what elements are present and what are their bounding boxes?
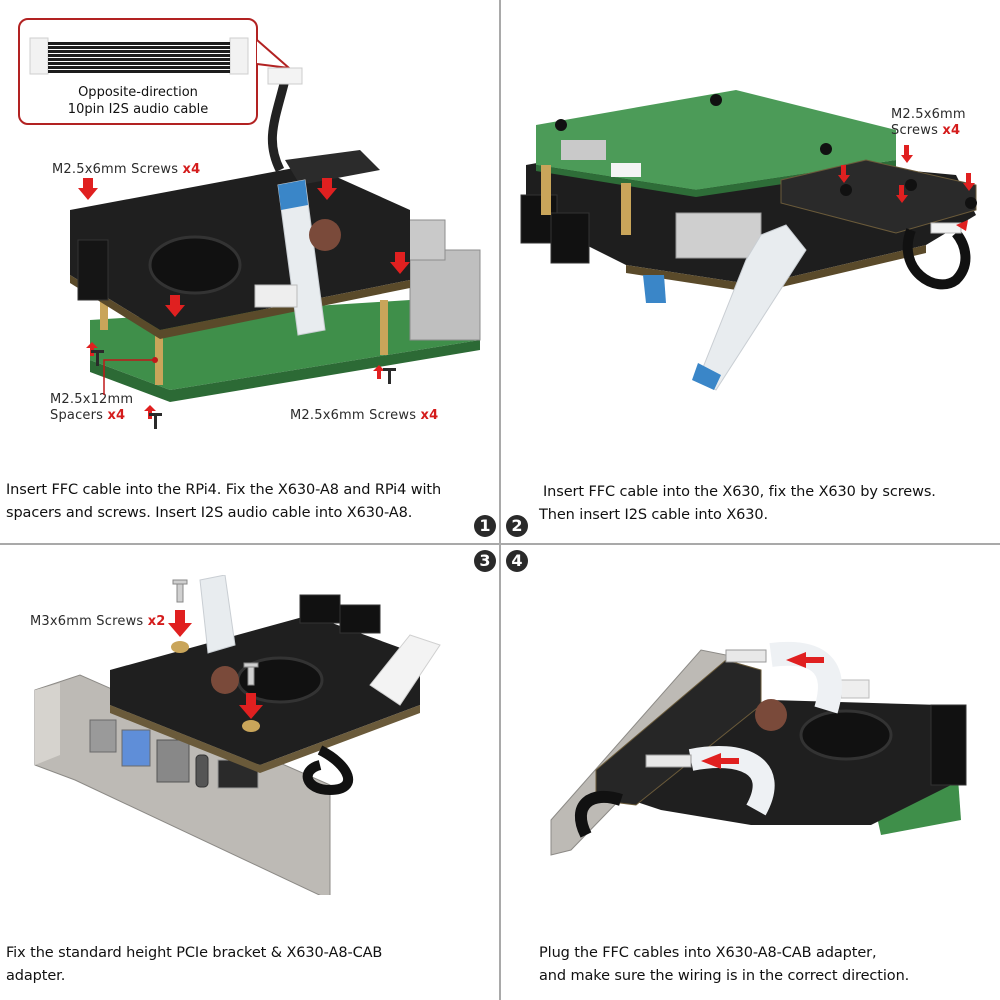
step-3-panel: 3 M3x6	[0, 545, 500, 1000]
step-2-panel: M2.5x6mm Screws x4 Insert FFC cable into…	[501, 0, 1000, 543]
audio-cable-callout: Opposite-direction 10pin I2S audio cable	[18, 18, 258, 125]
top-screws-qty: x4	[182, 162, 201, 177]
spacers-label: M2.5x12mm Spacers x4	[50, 392, 134, 423]
vertical-divider	[499, 0, 501, 1000]
spacers-qty: x4	[107, 408, 126, 423]
step-3-assembly-image	[34, 575, 441, 895]
callout-line-1: Opposite-direction	[78, 85, 198, 100]
horizontal-divider	[0, 543, 1000, 545]
step-1-caption: Insert FFC cable into the RPi4. Fix the …	[6, 482, 442, 521]
bottom-screws-label: M2.5x6mm Screws x4	[290, 408, 439, 423]
step-2-screws-label: M2.5x6mm Screws x4	[891, 107, 966, 138]
step-4-assembly-image	[550, 641, 967, 856]
step-2-screws-qty: x4	[942, 123, 961, 138]
step-4-caption: Plug the FFC cables into X630-A8-CAB ada…	[539, 945, 910, 984]
m3-screws-label: M3x6mm Screws x2	[30, 614, 166, 629]
bottom-screws-qty: x4	[420, 408, 439, 423]
step-2-assembly-image	[520, 90, 977, 391]
step-2-caption-line-2: Then insert I2S cable into X630.	[539, 507, 769, 523]
audio-cable-image	[29, 37, 249, 75]
top-screws-label: M2.5x6mm Screws x4	[52, 162, 201, 177]
step-1-panel: Opposite-direction 10pin I2S audio cable	[0, 0, 500, 543]
step-3-caption: Fix the standard height PCIe bracket & X…	[6, 945, 383, 984]
spacers-leader-line	[103, 357, 158, 395]
step-1-assembly-image	[70, 67, 481, 429]
step-2-caption-line-1: Insert FFC cable into the X630, fix the …	[543, 484, 936, 500]
step-3-badge: 3	[474, 550, 496, 572]
step-4-panel: 4 Plug the FFC cables into X630-A8-CAB a…	[501, 545, 1000, 1000]
step-1-badge: 1	[474, 515, 496, 537]
step-2-badge: 2	[506, 515, 528, 537]
callout-line-2: 10pin I2S audio cable	[67, 102, 209, 117]
step-4-badge: 4	[506, 550, 528, 572]
m3-screws-qty: x2	[147, 614, 166, 629]
